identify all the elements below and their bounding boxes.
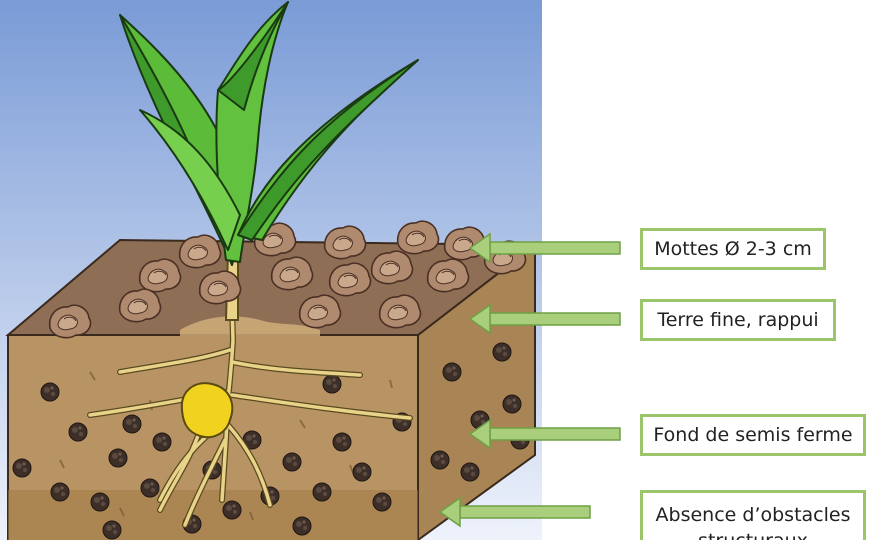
- label-absence-line1: Absence d’obstacles: [655, 504, 851, 526]
- straw-marks: [59, 371, 393, 521]
- label-mottes: Mottes Ø 2-3 cm: [640, 228, 826, 270]
- label-terre-fine: Terre fine, rappui: [640, 299, 836, 341]
- plant-roots: [87, 302, 413, 528]
- label-terre-fine-text: Terre fine, rappui: [657, 309, 819, 331]
- label-absence-line2: structuraux: [643, 528, 863, 540]
- label-fond-text: Fond de semis ferme: [653, 424, 853, 446]
- label-fond: Fond de semis ferme: [640, 414, 866, 456]
- soil-deep-layer: [8, 490, 418, 540]
- label-absence: Absence d’obstacles structuraux: [640, 490, 866, 540]
- fine-soil-patch: [180, 316, 320, 336]
- plant-leaves: [119, 1, 419, 266]
- seed: [180, 382, 234, 439]
- label-mottes-text: Mottes Ø 2-3 cm: [654, 238, 812, 260]
